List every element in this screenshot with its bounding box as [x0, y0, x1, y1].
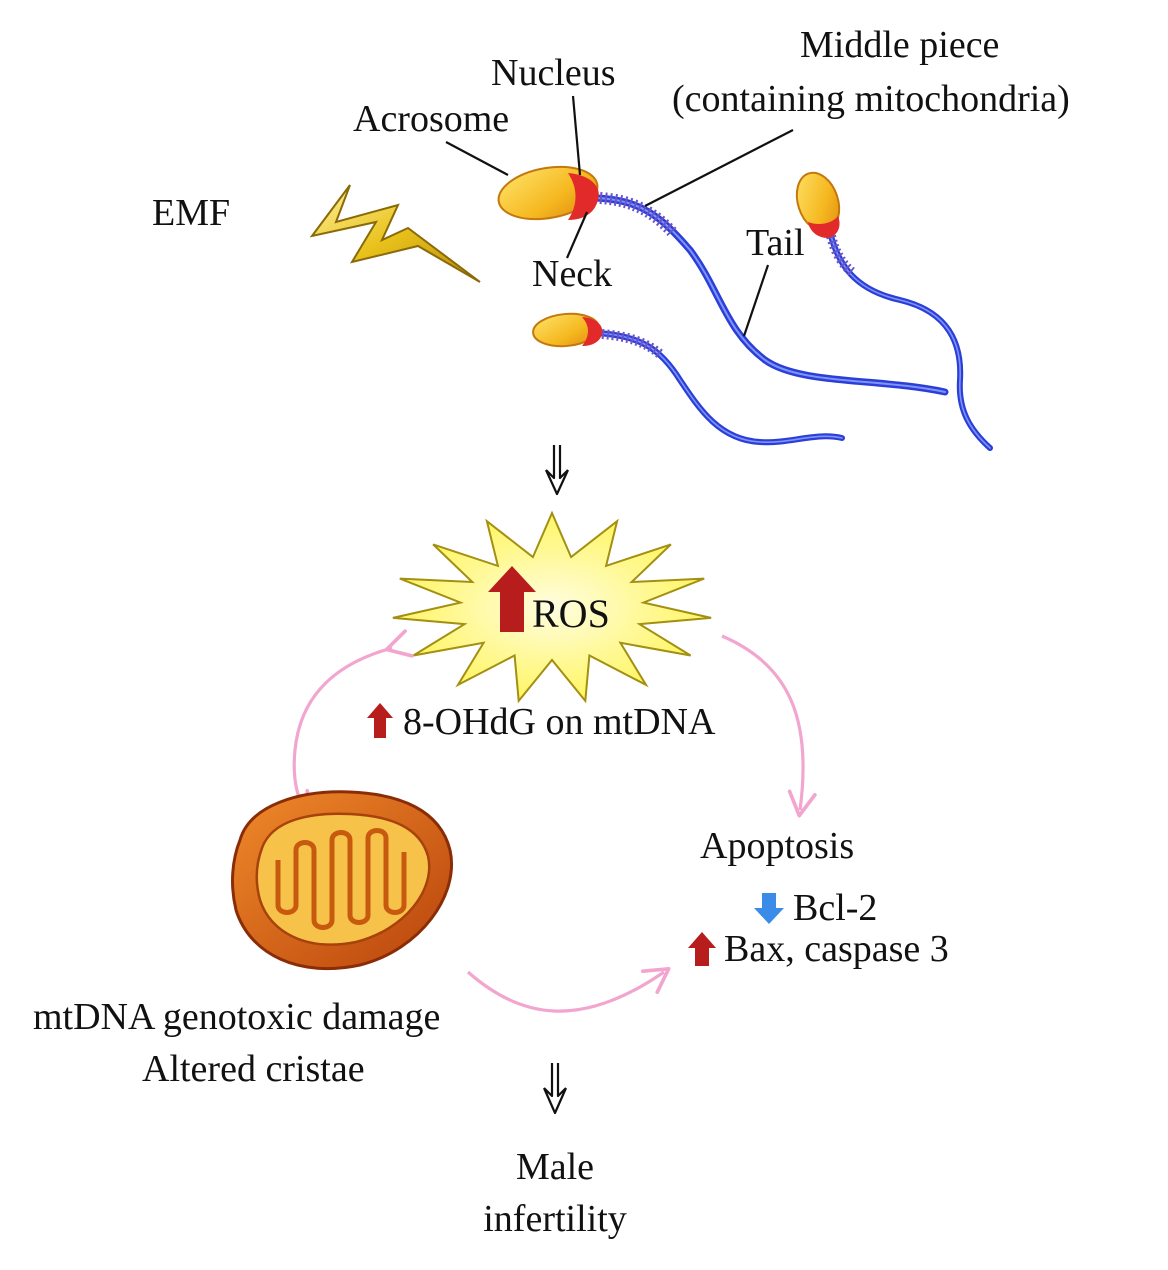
bax-up-arrow-icon	[688, 932, 716, 966]
label-altered-cristae: Altered cristae	[142, 1048, 365, 1090]
label-apoptosis: Apoptosis	[700, 825, 855, 867]
ohdg-up-arrow-icon	[367, 703, 393, 738]
label-8-ohdg: 8-OHdG on mtDNA	[403, 701, 716, 743]
lightning-bolt-icon	[309, 184, 481, 283]
ros-apoptosis-arrow	[721, 634, 817, 818]
label-tail: Tail	[746, 222, 805, 264]
sperm-right-icon	[795, 171, 993, 451]
mitochondrion-icon	[231, 790, 453, 970]
down-arrow-icon	[545, 445, 569, 496]
label-neck: Neck	[532, 253, 613, 295]
label-nucleus: Nucleus	[491, 52, 616, 94]
label-middle-piece: Middle piece	[800, 24, 1000, 66]
mito-apoptosis-arrow	[466, 966, 671, 1013]
label-mtdna-damage: mtDNA genotoxic damage	[33, 996, 441, 1038]
label-acrosome: Acrosome	[353, 98, 510, 140]
label-middle-piece-sub: (containing mitochondria)	[672, 78, 1070, 120]
label-emf: EMF	[152, 192, 231, 234]
down-arrow-infertility-icon	[542, 1063, 568, 1115]
bcl2-down-arrow-icon	[754, 893, 784, 924]
label-ros: ROS	[532, 591, 610, 636]
label-bax-caspase: Bax, caspase 3	[724, 928, 949, 970]
ros-burst-icon	[392, 510, 712, 704]
ros-up-arrow-icon	[488, 566, 536, 632]
label-male: Male	[515, 1146, 595, 1188]
label-bcl2: Bcl-2	[793, 887, 878, 929]
label-infertility: infertility	[483, 1198, 627, 1240]
leader-lines	[445, 95, 794, 337]
sperm-main-icon	[497, 165, 949, 396]
sperm-lower-icon	[532, 312, 845, 446]
